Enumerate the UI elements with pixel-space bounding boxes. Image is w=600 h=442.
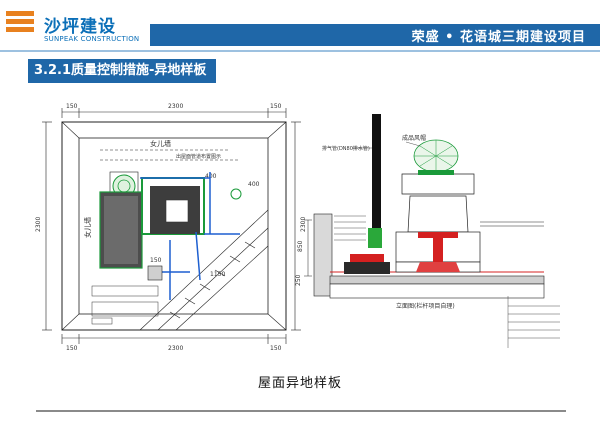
header-divider [0, 50, 600, 52]
plan-dim-right: 2300 [300, 217, 307, 232]
logo-chinese-name: 沙坪建设 [44, 17, 116, 37]
parapet-left-label: 女儿墙 [83, 217, 92, 238]
pipe-green-sleeve [368, 228, 382, 248]
plan-equipment [165, 199, 189, 223]
plan-dim-top-right: 150 [270, 103, 282, 110]
header-bar: 荣盛 • 花语城三期建设项目 [150, 24, 600, 46]
parapet-wall [313, 213, 333, 297]
company-logo: 沙坪建设 SUNPEAK CONSTRUCTION [4, 4, 139, 44]
plan-dim-bottom: 2300 [168, 345, 183, 352]
plan-note: 出屋面管道布置图示 [176, 153, 221, 160]
footer-divider [36, 410, 566, 412]
elevation-title: 立面图(栏杆项目自理) [396, 302, 455, 310]
plan-dim-150: 150 [150, 257, 162, 264]
roof-cap-label: 成品风帽 [402, 134, 426, 142]
pipe-base-paving [344, 262, 390, 274]
plan-dim-bottom-left: 150 [66, 345, 78, 352]
vent-pipe-label: 排气管(DN80排水管) [322, 145, 370, 152]
plan-dim-bottom-right: 150 [270, 345, 282, 352]
exhaust-pipe [372, 114, 381, 228]
elevation-dim-850: 850 [297, 240, 304, 252]
drawing-caption: 屋面异地样板 [257, 376, 342, 391]
plan-drain [147, 265, 163, 281]
elevation-view [304, 114, 560, 348]
plan-small-vent [230, 188, 242, 200]
plan-dim-left: 2300 [35, 217, 42, 232]
section-title: 3.2.1质量控制措施-异地样板 [28, 59, 216, 83]
plan-dim-top: 2300 [168, 103, 183, 110]
project-title: 荣盛 • 花语城三期建设项目 [411, 30, 586, 45]
plan-dim-400: 400 [205, 173, 217, 180]
plan-view [42, 108, 301, 344]
elevation-dim-250: 250 [295, 274, 302, 286]
roof-slab [329, 275, 545, 285]
logo-english-name: SUNPEAK CONSTRUCTION [44, 35, 140, 43]
plan-dim-top-left: 150 [66, 103, 78, 110]
red-t-pipe [416, 232, 460, 272]
plan-blue-pipes [140, 172, 240, 300]
logo-mark-icon [6, 11, 34, 32]
roof-vent-cap [413, 139, 459, 175]
parapet-top-label: 女儿墙 [150, 139, 171, 148]
plan-dim-400b: 400 [248, 181, 260, 188]
plan-dim-1150: 1150 [210, 271, 225, 278]
pipe-base-red [350, 254, 384, 262]
